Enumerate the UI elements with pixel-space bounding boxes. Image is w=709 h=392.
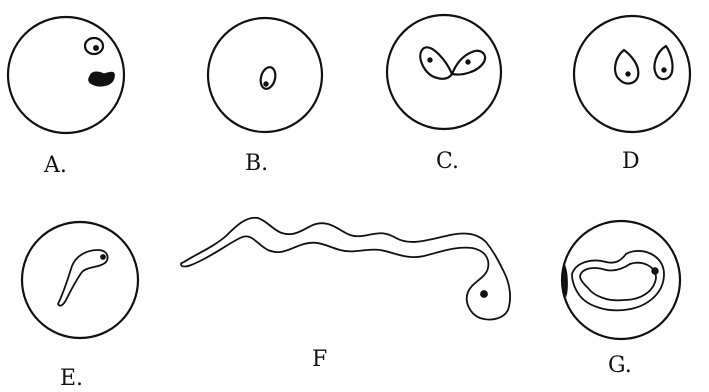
figure-d-left-dot — [626, 72, 630, 76]
figure-e-cell-circle — [22, 222, 138, 338]
figure-d-right-dot — [662, 68, 666, 72]
figure-f-nucleus-dot — [481, 291, 488, 298]
figure-c-label: C. — [436, 149, 459, 174]
figure-d: D — [574, 16, 690, 174]
figure-f-label: F — [312, 347, 327, 372]
figure-g-coil-neck — [606, 254, 630, 271]
figure-c: C. — [387, 15, 501, 174]
figure-a-nucleolus — [94, 46, 99, 51]
figure-d-label: D — [622, 149, 640, 174]
figure-c-left-lobe — [420, 47, 452, 78]
figure-a: A. — [8, 17, 124, 178]
figure-e-elongated-body — [58, 250, 108, 306]
figure-a-label: A. — [43, 153, 67, 178]
figure-a-dark-body — [89, 72, 115, 86]
figure-g-cell-circle — [562, 221, 680, 339]
figure-e-label: E. — [60, 366, 83, 387]
figure-d-left-body — [615, 50, 638, 83]
figure-d-cell-circle — [574, 16, 690, 132]
figure-e: E. — [22, 222, 138, 387]
figure-g: G. — [562, 221, 680, 378]
figure-c-right-dot — [466, 60, 470, 64]
figure-g-nucleus-dot — [652, 268, 658, 274]
figure-g-label: G. — [608, 353, 632, 378]
figure-f-elongated-cell — [181, 218, 510, 320]
figure-b: B. — [208, 18, 322, 176]
figure-b-cell-circle — [208, 18, 322, 132]
figure-c-cell-circle — [387, 15, 501, 129]
figure-g-coiled-body — [572, 251, 664, 310]
figure-b-label: B. — [245, 151, 268, 176]
figure-d-right-body — [654, 46, 672, 79]
figure-c-left-dot — [428, 58, 432, 62]
figure-f: F — [181, 218, 510, 372]
figure-e-nucleus-dot — [101, 255, 106, 260]
figure-b-nucleus — [258, 66, 277, 91]
figure-b-nucleolus — [264, 82, 268, 86]
